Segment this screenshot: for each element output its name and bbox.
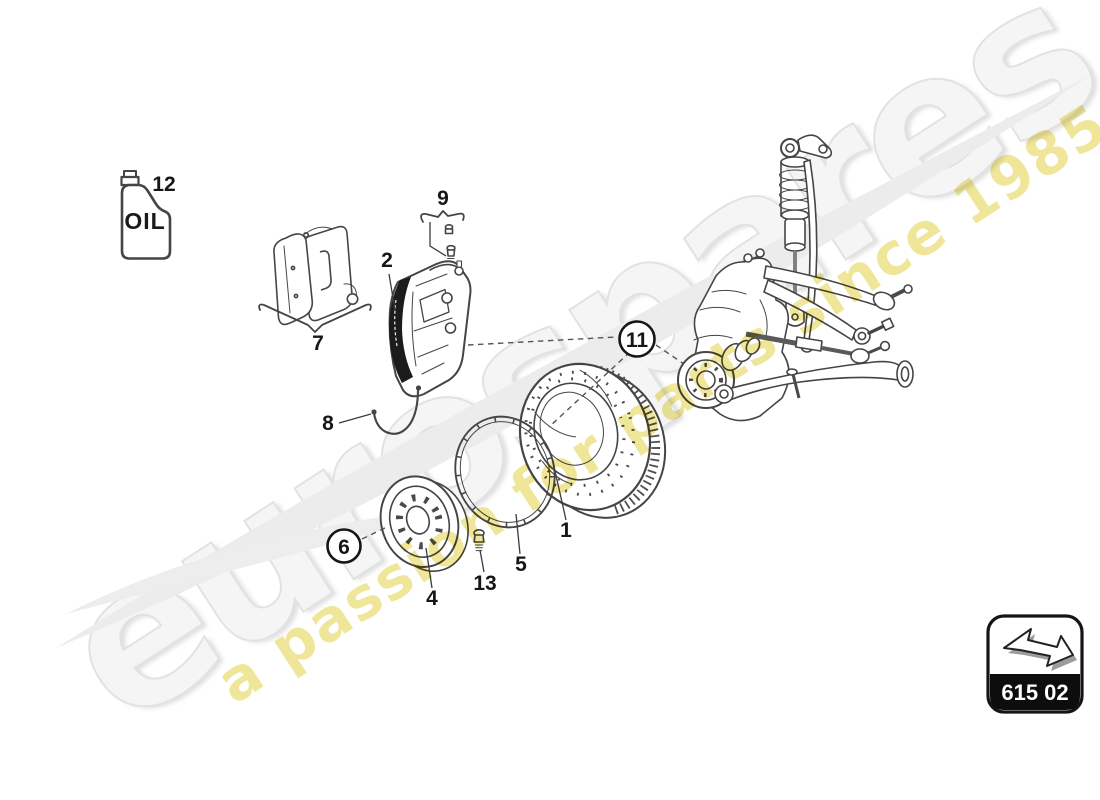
suspension-knuckle-assembly [677,134,914,422]
callout-12-oil[interactable]: 12 [152,173,175,196]
callout-5-retaining-ring[interactable]: 5 [515,553,527,576]
callout-circle-6[interactable]: 6 [326,528,362,564]
hub-bell [379,475,469,572]
leader-ring [515,513,521,555]
leader-screw [479,549,485,573]
callout-8-retaining-wire[interactable]: 8 [322,412,334,435]
brake-disc [518,362,667,519]
callout-circle-11[interactable]: 11 [618,320,656,358]
callout-6-label[interactable]: 6 [338,536,350,559]
leader-wire [338,413,372,424]
callout-1-disc[interactable]: 1 [560,519,572,542]
callout-11-label[interactable]: 11 [626,329,649,352]
part-group-code: 615 02 [1001,680,1068,705]
direction-arrow-icon [1003,628,1077,671]
callout-4-hub-bell[interactable]: 4 [426,587,438,610]
callout-13-screw[interactable]: 13 [473,572,496,595]
pad-retaining-wire [371,385,422,435]
disc-screw [473,528,485,552]
background-swoosh-graphics [56,74,1092,648]
callout-9-bleeder-kit[interactable]: 9 [437,187,449,210]
part-group-box[interactable]: 615 02 [986,614,1084,714]
oil-canister-icon: OIL [120,170,172,260]
bleeder-kit [420,210,465,265]
retaining-ring [454,415,556,529]
callout-2-caliper[interactable]: 2 [381,249,393,272]
bracket-brake-pads [258,303,372,333]
brake-pads [273,225,359,326]
leader-bell [425,547,433,589]
assembly-dashed-lines [361,336,704,540]
leader-caliper [388,273,396,311]
oil-label: OIL [124,208,165,234]
callout-7-brake-pads[interactable]: 7 [312,332,324,355]
brake-caliper [388,260,472,398]
